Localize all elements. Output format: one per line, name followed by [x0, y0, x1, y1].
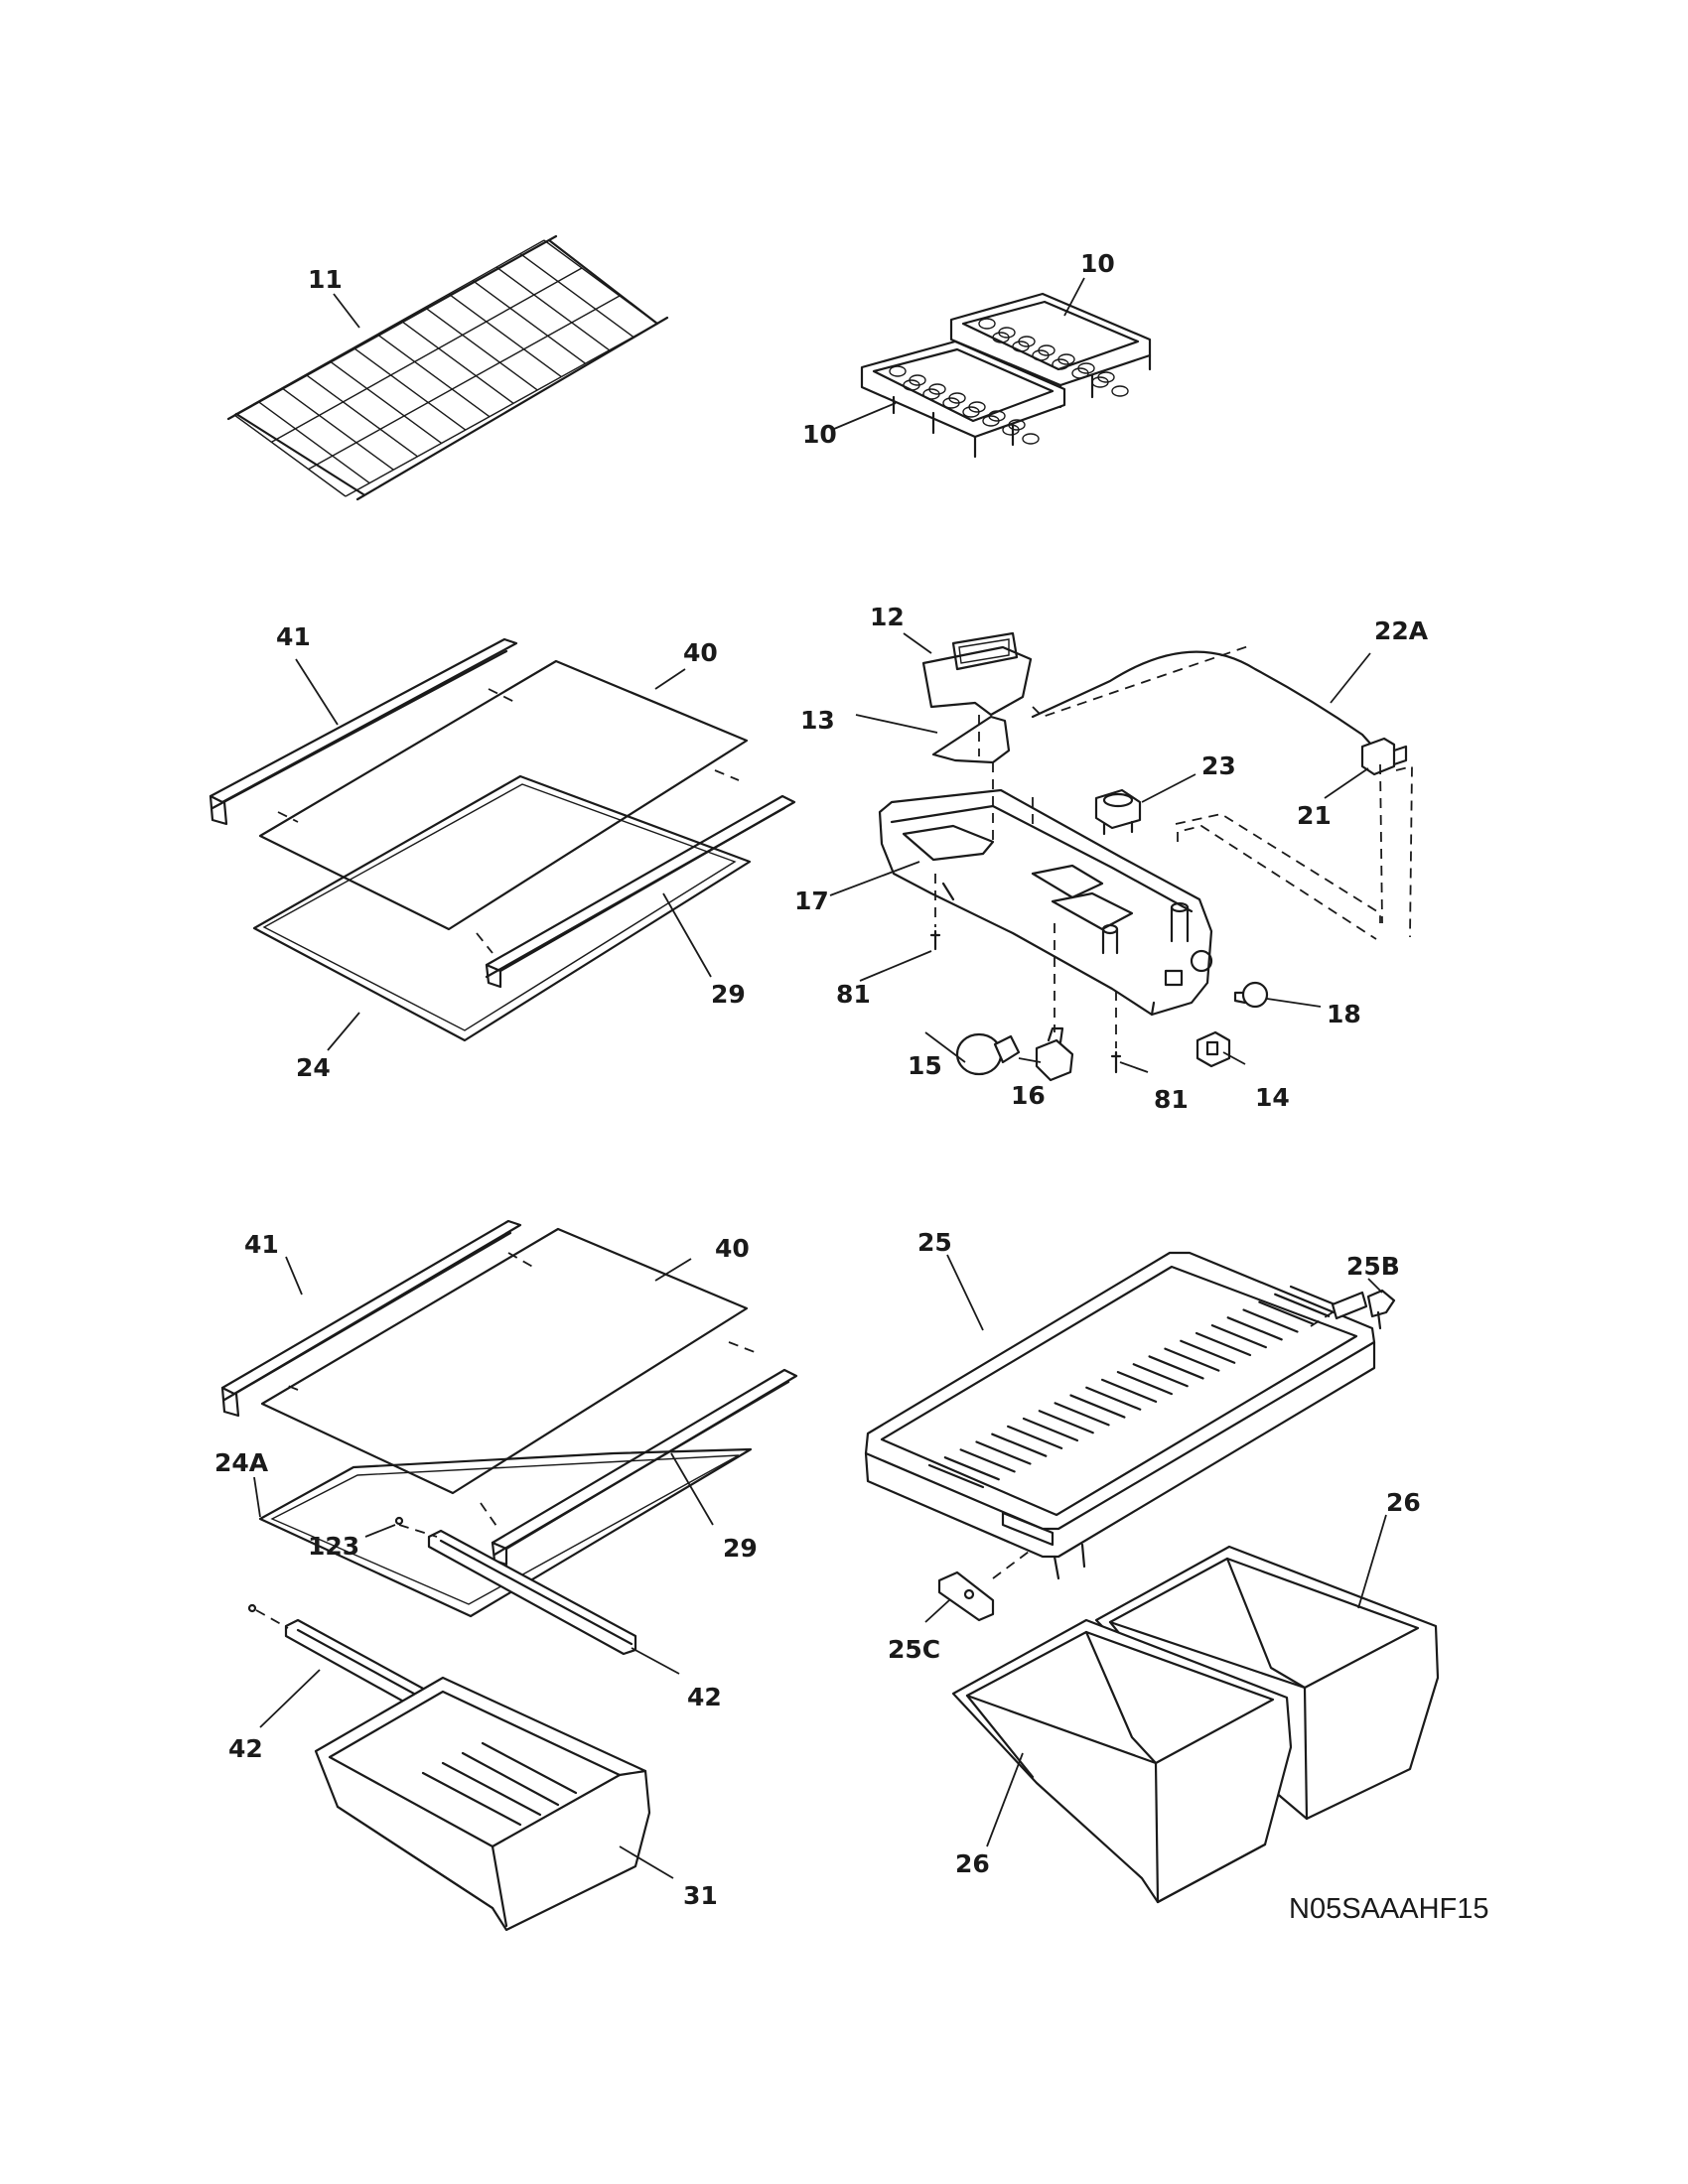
callout-29-lower: 29: [723, 1534, 758, 1563]
light-shield-12: [921, 631, 1033, 717]
callout-41-upper: 41: [276, 622, 311, 651]
cover-bracket-25c: [937, 1570, 995, 1622]
shelf-trim-41-upper: [209, 637, 518, 826]
thermostat-23: [1094, 788, 1142, 836]
leader-lines: [253, 277, 1387, 1879]
light-lens-13: [931, 715, 1011, 764]
ice-tray-front: [860, 340, 1066, 459]
callout-31: 31: [683, 1881, 718, 1910]
damper-knob-18: [1233, 981, 1269, 1009]
crisper-drawer-31: [314, 1676, 651, 1932]
callout-42-left: 42: [228, 1734, 263, 1763]
screw-123-upper: [394, 1516, 404, 1526]
callout-17: 17: [794, 887, 829, 915]
callout-16: 16: [1011, 1081, 1046, 1110]
callout-25b: 25B: [1346, 1252, 1400, 1281]
screw-81-left: [929, 929, 941, 951]
callout-24: 24: [296, 1053, 331, 1082]
shelf-trim-29-upper: [485, 794, 796, 989]
glass-shelf-40-upper: [258, 659, 749, 931]
callout-23: 23: [1201, 751, 1236, 780]
wire-harness-22a: [1031, 650, 1382, 756]
callout-22a: 22A: [1374, 616, 1429, 645]
callout-10-front-tray: 10: [802, 420, 837, 449]
callout-18: 18: [1327, 1000, 1361, 1028]
callout-123: 123: [308, 1532, 359, 1561]
callout-26-front: 26: [955, 1849, 990, 1878]
light-socket-16: [1035, 1026, 1074, 1082]
callout-15: 15: [908, 1051, 942, 1080]
crisper-pan-26-front: [951, 1618, 1293, 1904]
callout-13: 13: [800, 706, 835, 735]
crisper-cover-25: [864, 1251, 1376, 1580]
connector-21: [1360, 737, 1408, 776]
callout-25: 25: [917, 1228, 952, 1257]
callout-11: 11: [308, 265, 343, 294]
wire-shelf: [226, 234, 669, 501]
callout-42-right: 42: [687, 1683, 722, 1711]
screw-123-lower: [247, 1603, 257, 1613]
cover-support-25b: [1331, 1289, 1396, 1330]
shelf-frame-24: [252, 774, 752, 1042]
callout-40-lower: 40: [715, 1234, 750, 1263]
callout-24a: 24A: [214, 1448, 269, 1477]
callout-40-upper: 40: [683, 638, 718, 667]
drawer-rail-42-right: [427, 1529, 637, 1656]
diagram-code: N05SAAAHF15: [1289, 1893, 1489, 1925]
callout-29-upper: 29: [711, 980, 746, 1009]
shelf-frame-24a: [258, 1447, 753, 1618]
callout-81-right: 81: [1154, 1085, 1189, 1114]
glass-shelf-40-lower: [260, 1227, 749, 1495]
callout-10-back-tray: 10: [1080, 249, 1115, 278]
callout-81-left: 81: [836, 980, 871, 1009]
screw-81-right: [1110, 1050, 1122, 1074]
callout-26-rear: 26: [1386, 1488, 1421, 1517]
callout-25c: 25C: [888, 1635, 940, 1664]
ice-tray-back: [949, 292, 1152, 409]
light-switch-14: [1196, 1030, 1231, 1068]
control-housing-17: [878, 788, 1213, 1017]
callout-12: 12: [870, 603, 905, 631]
shelf-trim-41-lower: [220, 1219, 522, 1418]
light-bulb-15: [955, 1032, 1021, 1076]
callout-14: 14: [1255, 1083, 1290, 1112]
shelf-trim-29-lower: [491, 1368, 798, 1567]
callout-41-lower: 41: [244, 1230, 279, 1259]
callout-21: 21: [1297, 801, 1332, 830]
